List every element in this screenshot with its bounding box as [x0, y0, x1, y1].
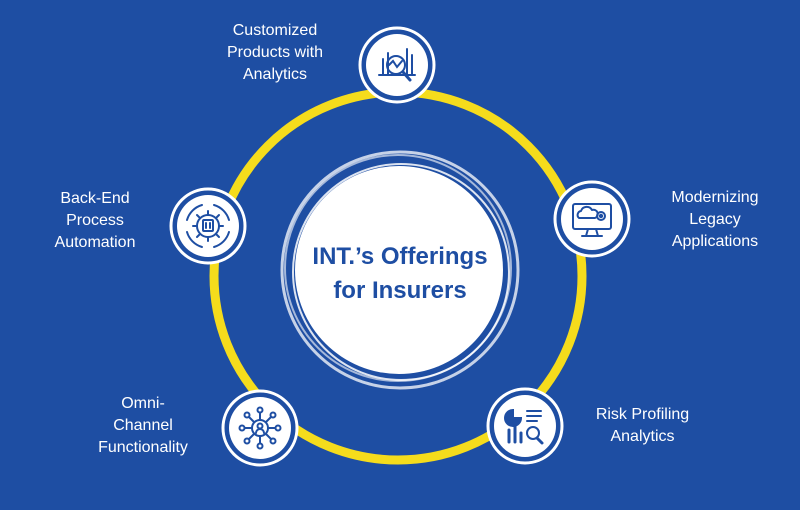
label-modernizing-legacy: Modernizing Legacy Applications — [671, 189, 759, 250]
node-customized-products — [358, 26, 436, 104]
magnifier-chart-icon — [378, 48, 416, 82]
cloud-gear-monitor-icon — [572, 203, 612, 237]
label-omni-channel: Omni- Channel Functionality — [98, 395, 188, 456]
label-risk-profiling: Risk Profiling Analytics — [595, 406, 690, 445]
center-brush-circle — [280, 150, 520, 390]
node-risk-profiling — [486, 387, 564, 465]
label-customized-products: Customized Products with Analytics — [226, 22, 324, 83]
label-back-end-process: Back-End Process Automation — [54, 190, 136, 251]
center-title: INT.’s Offerings for Insurers — [312, 243, 488, 304]
user-network-icon — [238, 406, 282, 450]
node-omni-channel — [221, 389, 299, 467]
gear-cycle-icon — [186, 204, 230, 248]
node-back-end-process — [169, 187, 247, 265]
node-modernizing-legacy — [553, 180, 631, 258]
pie-bar-report-icon — [504, 408, 544, 445]
